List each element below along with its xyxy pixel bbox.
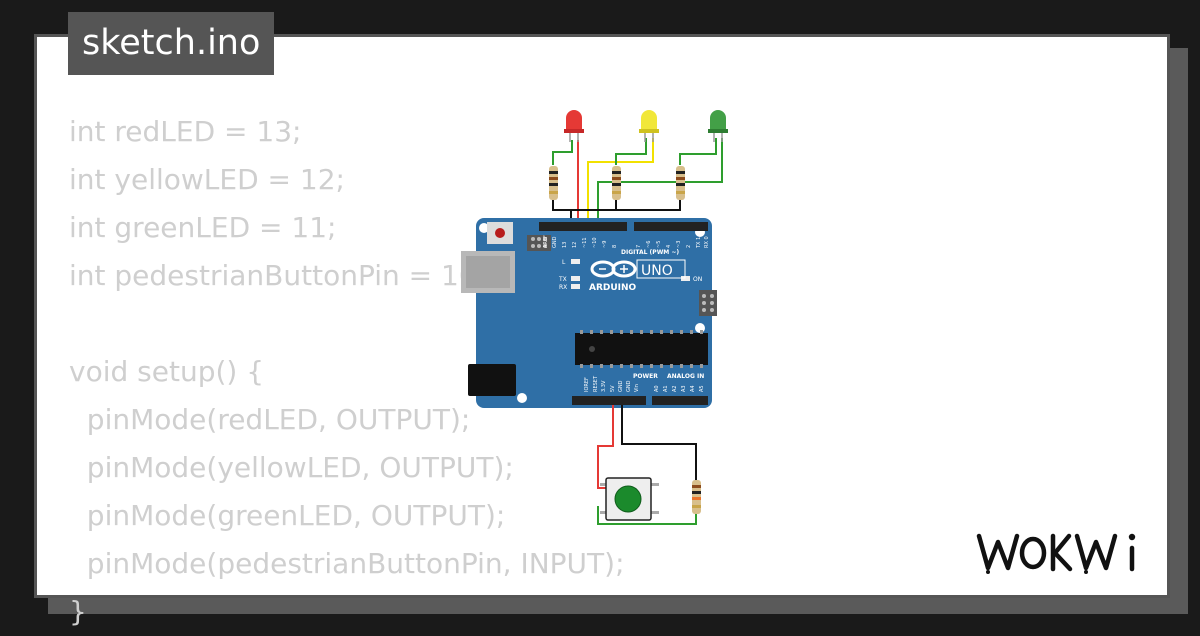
svg-text:Vin: Vin <box>634 384 640 392</box>
svg-text:GND: GND <box>618 380 624 392</box>
svg-text:~3: ~3 <box>676 241 682 248</box>
rx-led-label: RX <box>559 284 567 291</box>
svg-text:13: 13 <box>562 242 568 248</box>
resistor-1[interactable] <box>549 166 558 200</box>
svg-text:GND: GND <box>626 380 632 392</box>
svg-text:12: 12 <box>572 242 578 248</box>
code-line: pinMode(greenLED, OUTPUT); <box>69 499 506 532</box>
arduino-logo-icon <box>590 260 637 278</box>
code-line: int redLED = 13; <box>69 115 302 148</box>
svg-text:~6: ~6 <box>646 241 652 248</box>
svg-text:~9: ~9 <box>602 241 608 248</box>
resistor-4[interactable] <box>692 480 701 514</box>
svg-text:A3: A3 <box>681 385 687 392</box>
svg-text:GND: GND <box>552 236 558 248</box>
on-led-label: ON <box>693 276 702 283</box>
digital-header-label: DIGITAL (PWM ~) <box>621 249 679 256</box>
svg-text:A5: A5 <box>699 385 705 392</box>
led-green[interactable] <box>708 110 728 142</box>
code-line: int greenLED = 11; <box>69 211 337 244</box>
pedestrian-push-button[interactable] <box>600 477 659 521</box>
svg-text:~11: ~11 <box>582 237 588 248</box>
tx-led-label: TX <box>558 276 567 283</box>
code-line: pinMode(yellowLED, OUTPUT); <box>69 451 514 484</box>
svg-text:A1: A1 <box>663 385 669 392</box>
led-yellow[interactable] <box>639 110 659 142</box>
code-line: void setup() { <box>69 355 265 388</box>
power-header-label: POWER <box>633 373 658 380</box>
svg-text:~10: ~10 <box>592 237 598 248</box>
svg-text:~5: ~5 <box>656 241 662 248</box>
svg-text:A0: A0 <box>654 385 660 392</box>
svg-text:8: 8 <box>612 245 618 248</box>
svg-text:A4: A4 <box>690 385 696 392</box>
l-led-label: L <box>562 259 566 266</box>
board-model-label: UNO <box>641 263 673 279</box>
wires-top <box>552 138 723 228</box>
file-tab[interactable]: sketch.ino <box>68 12 275 75</box>
svg-text:TX 1: TX 1 <box>696 237 702 249</box>
svg-text:7: 7 <box>636 245 642 248</box>
code-line: } <box>69 595 87 628</box>
svg-text:IOREF: IOREF <box>584 377 590 392</box>
resistor-3[interactable] <box>676 166 685 200</box>
svg-text:RESET: RESET <box>593 375 599 392</box>
svg-text:4: 4 <box>666 245 672 248</box>
svg-text:RX 0: RX 0 <box>704 236 710 248</box>
code-line: int pedestrianButtonPin = 10; <box>69 259 487 292</box>
led-red[interactable] <box>564 110 584 142</box>
svg-text:A2: A2 <box>672 385 678 392</box>
board-brand-label: ARDUINO <box>589 283 637 293</box>
analog-header-label: ANALOG IN <box>667 373 704 380</box>
code-line: pinMode(pedestrianButtonPin, INPUT); <box>69 547 625 580</box>
wires-bottom <box>597 405 697 525</box>
svg-text:5V: 5V <box>610 385 616 392</box>
code-line: pinMode(redLED, OUTPUT); <box>69 403 471 436</box>
code-editor: int redLED = 13; int yellowLED = 12; int g… <box>69 108 625 636</box>
arduino-uno-board[interactable]: UNO ARDUINO DIGITAL (PWM ~) L TX RX ON P… <box>461 218 717 408</box>
resistor-2[interactable] <box>612 166 621 200</box>
svg-text:2: 2 <box>686 245 692 248</box>
code-line: int yellowLED = 12; <box>69 163 345 196</box>
wokwi-logo <box>976 533 1136 574</box>
svg-text:3.3V: 3.3V <box>601 380 607 392</box>
svg-text:AREF: AREF <box>543 235 549 248</box>
